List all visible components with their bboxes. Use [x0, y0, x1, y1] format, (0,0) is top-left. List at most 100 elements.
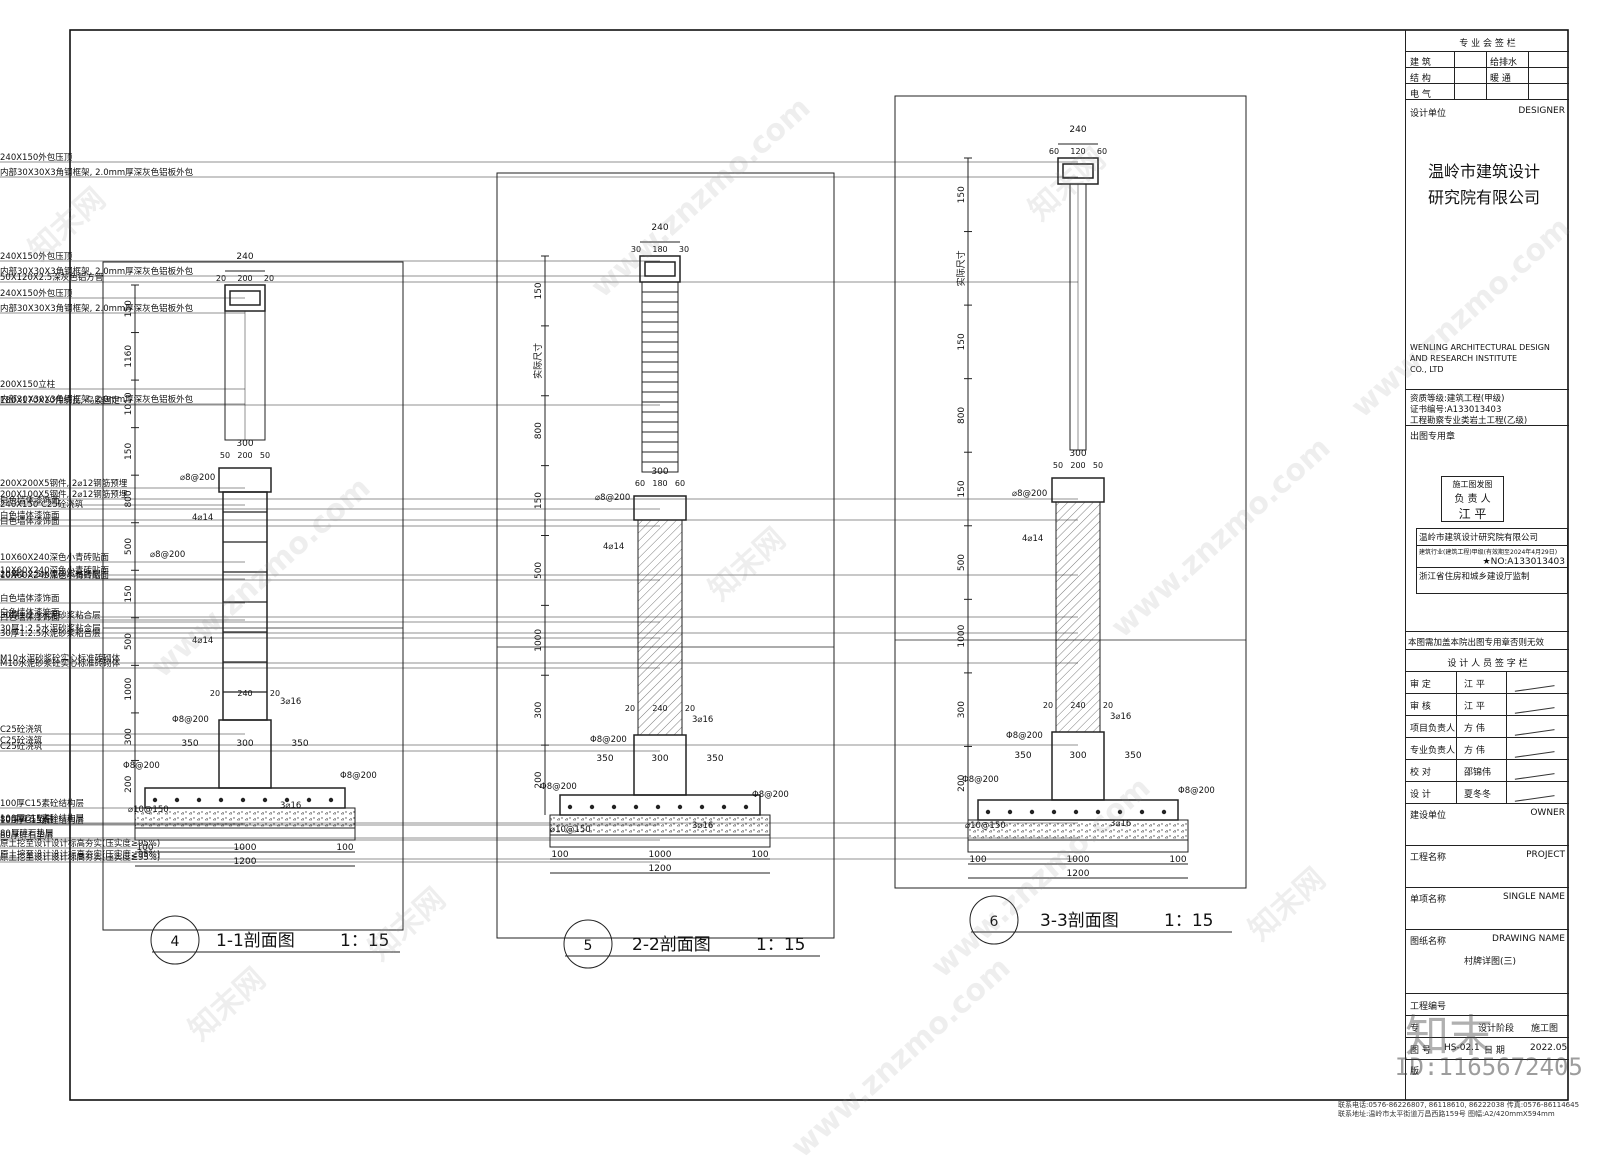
left-dim-1: 实际尺寸 — [955, 250, 967, 286]
tb-release-stamp: 施工图发图 负 责 人 江 平 — [1441, 476, 1504, 522]
rebar-note-4: Φ8@200 — [540, 782, 577, 792]
left-dim-0: 150 — [124, 300, 134, 317]
tb-qual-1: 资质等级:建筑工程(甲级) — [1410, 394, 1505, 404]
tb-stage-row: 专 设计阶段 施工图 — [1406, 1016, 1569, 1038]
rebar-dot — [218, 797, 224, 803]
callout-9: 30厚1:2.5水泥砂浆粘合层 — [0, 610, 101, 621]
left-dim-4: 500 — [534, 562, 544, 579]
wall-cover-right: 20 — [1103, 701, 1113, 710]
tb-role-row: 项目负责人方 伟 — [1406, 716, 1569, 738]
tb-seal-line-1: 温岭市建筑设计研究院有限公司 — [1417, 529, 1567, 546]
tb-signature-scribble — [1513, 675, 1555, 692]
left-dim-7: 500 — [124, 633, 134, 650]
left-dim-6: 150 — [124, 585, 134, 602]
tb-role-label: 校 对 — [1410, 768, 1431, 778]
callout-8: M10水泥砂浆砼实心标准砖砌体 — [0, 653, 121, 664]
rebar-dot — [1051, 809, 1057, 815]
tile-course — [641, 321, 679, 333]
tile-course — [641, 281, 679, 293]
wall-cover-left: 20 — [210, 689, 220, 698]
callout-10: 100厚C15素砼结构层 — [0, 813, 84, 824]
rebar-dot — [1117, 809, 1123, 815]
tb-stage-label: 设计阶段 — [1478, 1024, 1515, 1034]
rebar-note-5: Φ8@200 — [1178, 786, 1215, 796]
tb-owner-row: 建设单位 OWNER — [1406, 804, 1569, 846]
callout-8: 白色墙体漆饰面 — [0, 593, 60, 604]
tb-stage: 施工图 — [1531, 1024, 1559, 1034]
bottom-right: 100 — [336, 843, 353, 853]
tb-major-label: 专 — [1410, 1024, 1420, 1034]
bottom-mid: 1000 — [1067, 855, 1090, 865]
col-part-left: 50 — [1053, 461, 1063, 470]
tb-discipline-arch: 建 筑 — [1410, 58, 1431, 68]
rebar-note-0: ⌀8@200 — [595, 493, 630, 503]
tb-designer-block: 设计单位 DESIGNER 温岭市建筑设计 研究院有限公司 WENLING AR… — [1406, 100, 1569, 390]
tb-company-cn-2: 研究院有限公司 — [1428, 188, 1541, 207]
left-dim-8: 1000 — [124, 677, 134, 700]
tb-role-name: 邵锦伟 — [1464, 768, 1492, 778]
section-2-title: 5 2-2剖面图 1：15 — [563, 919, 820, 969]
base-left: 350 — [1014, 751, 1031, 761]
wall-cover-left: 20 — [625, 704, 635, 713]
tb-signature-scribble — [1513, 763, 1555, 780]
callout-2: 180X170X10传统瓦, 乌胶固定 — [0, 395, 120, 406]
wall-width-dim: 240 — [652, 704, 667, 713]
wall-width-dim: 240 — [237, 689, 252, 698]
callout-7: 20厚1:2.5水泥砂浆粘合层 — [0, 569, 101, 580]
rebar-note-0: ⌀8@200 — [180, 473, 215, 483]
section-1-number: 4 — [171, 934, 180, 950]
rebar-note-6: ⌀10@150 — [965, 821, 1006, 831]
rebar-note-0: ⌀8@200 — [1012, 489, 1047, 499]
rebar-dot — [655, 804, 661, 810]
soil-layer — [967, 839, 1189, 853]
tb-discipline-row-1: 建 筑 给排水 — [1406, 52, 1569, 100]
rebar-dot — [240, 797, 246, 803]
section-1-frame — [102, 261, 404, 931]
wall-cover-right: 20 — [685, 704, 695, 713]
tile-course — [641, 291, 679, 303]
top-part-mid: 180 — [652, 245, 667, 254]
tb-company-en-1: WENLING ARCHITECTURAL DESIGN — [1410, 343, 1550, 352]
left-dim-0: 150 — [534, 282, 544, 299]
top-part-mid: 200 — [237, 274, 252, 283]
callout-4: 200X200X5钢件, 2⌀12钢筋预埋 — [0, 478, 128, 489]
footing-slab — [559, 794, 761, 816]
callout-5: 10X60X240深色小青砖贴面 — [0, 565, 110, 576]
callout-2: 50X120X2.5深灰色铝方管 — [0, 272, 103, 283]
tb-signature-title: 设 计 人 员 签 字 栏 — [1447, 659, 1528, 669]
tb-notice: 本图需加盖本院出图专用章否则无效 — [1408, 638, 1545, 648]
col-part-mid: 200 — [1070, 461, 1085, 470]
tb-role-label: 审 定 — [1410, 680, 1431, 690]
top-part-left: 60 — [1049, 147, 1059, 156]
tb-discipline-elec: 电 气 — [1410, 90, 1431, 100]
rebar-dot — [328, 797, 334, 803]
base-mid: 300 — [651, 754, 668, 764]
rebar-note-2: 3⌀16 — [692, 715, 713, 725]
tb-company-en-2: AND RESEARCH INSTITUTE — [1410, 354, 1518, 363]
tile-course — [641, 401, 679, 413]
left-dim-1: 1160 — [124, 345, 134, 368]
col-width-dim: 300 — [236, 439, 253, 449]
left-dim-3: 150 — [534, 492, 544, 509]
sheet-border — [69, 29, 1569, 1101]
footing-slab — [144, 787, 346, 809]
rebar-note-2: 3⌀16 — [1110, 712, 1131, 722]
col-part-left: 60 — [635, 479, 645, 488]
tb-signature-scribble — [1513, 741, 1555, 758]
rebar-dot — [743, 804, 749, 810]
tb-notice-row: 本图需加盖本院出图专用章否则无效 — [1406, 632, 1569, 650]
left-dim-3: 150 — [124, 443, 134, 460]
tb-role-name: 方 伟 — [1464, 724, 1485, 734]
callout-8: M10水泥砂浆砼实心标准砖砌体 — [0, 658, 121, 669]
callout-5: 10X60X240深色小青砖贴面 — [0, 570, 110, 581]
tb-signature-scribble — [1513, 719, 1555, 736]
wall-cover-left: 20 — [1043, 701, 1053, 710]
section-3-frame — [894, 95, 1247, 889]
callout-11: 100厚C15素砼结构层 — [0, 798, 84, 809]
bottom-left: 100 — [551, 850, 568, 860]
tb-role-name: 方 伟 — [1464, 746, 1485, 756]
tile-course — [641, 441, 679, 453]
watermark-logo: 知末 — [1405, 1011, 1493, 1062]
rebar-note-7: Φ8@200 — [340, 771, 377, 781]
